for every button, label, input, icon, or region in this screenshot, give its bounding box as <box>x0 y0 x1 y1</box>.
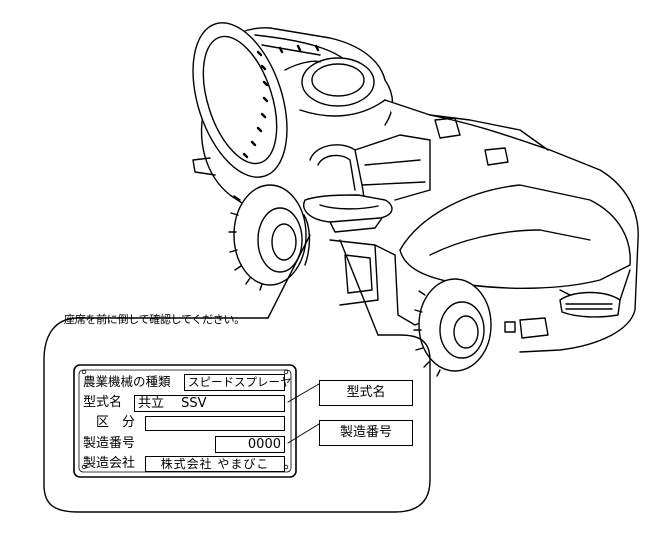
plate-label-serial: 製造番号 <box>83 436 136 451</box>
maker-stamp: 株式会社 やまびこ <box>160 457 270 471</box>
callout-model-name: 型式名 <box>319 380 413 406</box>
vehicle-body <box>329 99 639 353</box>
leader-line-right <box>339 239 379 336</box>
leader-serial-number <box>287 423 320 444</box>
plate-value-category <box>145 416 285 431</box>
leader-model-name <box>287 383 320 403</box>
callout-serial-number: 製造番号 <box>319 420 413 446</box>
sprayer-tank <box>192 22 394 216</box>
nameplate <box>73 364 297 478</box>
plate-label-type: 農業機械の種類 <box>83 374 171 389</box>
plate-label-model: 型式名 <box>83 395 123 410</box>
leader-line-left <box>267 234 311 319</box>
magnifier-frame <box>43 317 431 513</box>
plate-label-maker: 製造会社 <box>83 456 136 471</box>
plate-value-serial: 0000 <box>215 436 285 453</box>
plate-value-type: スピードスプレーヤ <box>184 374 292 391</box>
plate-value-model: 共立 SSV <box>134 395 285 412</box>
instruction-text: 座席を前に倒して確認してください。 <box>64 313 245 326</box>
plate-value-maker: 株式会社 やまびこ <box>145 456 285 472</box>
front-wheel <box>413 278 492 377</box>
operator-seat <box>303 134 431 233</box>
plate-label-category: 区 分 <box>96 415 136 430</box>
